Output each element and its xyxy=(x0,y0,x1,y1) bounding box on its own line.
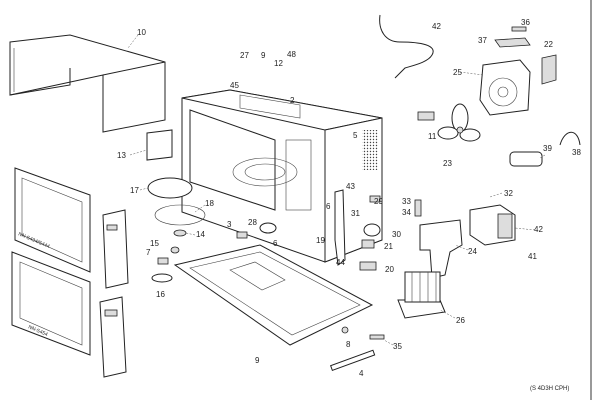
label-31: 31 xyxy=(351,209,360,218)
label-5: 5 xyxy=(353,131,358,140)
label-13: 13 xyxy=(117,151,126,160)
vent-grille xyxy=(362,130,378,170)
label-7: 7 xyxy=(146,248,151,257)
power-cord xyxy=(379,14,434,79)
part-16 xyxy=(151,273,173,283)
control-panel-upper xyxy=(102,209,129,289)
roller-ring xyxy=(147,177,193,199)
label-25: 25 xyxy=(453,68,462,77)
fan-motor-housing xyxy=(479,59,531,116)
label-14: 14 xyxy=(196,230,205,239)
label-41: 41 xyxy=(528,252,537,261)
label-19: 19 xyxy=(316,236,325,245)
footer-code: (S 4D3H CPH) xyxy=(530,386,569,392)
switch-20 xyxy=(359,261,377,271)
transformer-bracket xyxy=(419,219,463,279)
bushing-15 xyxy=(170,246,180,254)
label-36: 36 xyxy=(521,18,530,27)
label-17: 17 xyxy=(130,186,139,195)
switch-21 xyxy=(361,239,375,249)
capacitor-clamp xyxy=(559,131,581,146)
part-labels: 10 27 9 12 48 45 2 13 17 42 36 37 22 25 … xyxy=(117,18,581,392)
base-plate xyxy=(173,244,374,346)
thermal-cutout xyxy=(541,54,557,85)
label-42-transformer: 42 xyxy=(534,225,543,234)
label-42-cord: 42 xyxy=(432,22,441,31)
bracket-37 xyxy=(494,37,531,48)
label-16: 16 xyxy=(156,290,165,299)
part-7 xyxy=(157,257,169,265)
label-9: 9 xyxy=(261,51,266,60)
switch-30 xyxy=(363,223,381,237)
label-30: 30 xyxy=(392,230,401,239)
label-21: 21 xyxy=(384,242,393,251)
label-38: 38 xyxy=(572,148,581,157)
label-2: 2 xyxy=(290,96,295,105)
transformer xyxy=(469,204,516,246)
label-43: 43 xyxy=(346,182,355,191)
label-6-motor: 6 xyxy=(273,239,278,248)
label-29: 29 xyxy=(374,197,383,206)
label-28: 28 xyxy=(248,218,257,227)
label-10: 10 xyxy=(137,28,146,37)
label-44: 44 xyxy=(336,258,345,267)
display-upper xyxy=(106,224,118,231)
door-upper xyxy=(14,167,91,273)
label-6: 6 xyxy=(326,202,331,211)
label-20: 20 xyxy=(385,265,394,274)
label-22: 22 xyxy=(544,40,553,49)
heat-sink xyxy=(397,271,446,319)
switch-29 xyxy=(369,195,381,203)
label-15: 15 xyxy=(150,239,159,248)
fan-blade xyxy=(437,103,481,142)
label-39: 39 xyxy=(543,144,552,153)
display-lower xyxy=(104,309,118,317)
foot-8 xyxy=(341,326,349,334)
part-35 xyxy=(369,334,385,340)
label-4: 4 xyxy=(359,369,364,378)
label-9-base: 9 xyxy=(255,356,260,365)
label-11: 11 xyxy=(428,132,437,141)
oven-cavity xyxy=(181,89,383,263)
label-8: 8 xyxy=(346,340,351,349)
coupling-14 xyxy=(173,229,187,237)
fuse-holder-11 xyxy=(417,111,435,121)
turntable-coupler xyxy=(154,204,206,226)
label-26: 26 xyxy=(456,316,465,325)
label-48: 48 xyxy=(287,50,296,59)
label-37: 37 xyxy=(478,36,487,45)
rail-4 xyxy=(330,349,376,371)
outer-cabinet xyxy=(9,34,166,133)
latch-lever-19 xyxy=(334,189,346,266)
clip-36 xyxy=(511,26,527,32)
label-24: 24 xyxy=(468,247,477,256)
turntable-motor-28 xyxy=(259,222,277,234)
control-panel-lower xyxy=(99,296,127,378)
label-3: 3 xyxy=(227,220,232,229)
label-33: 33 xyxy=(402,197,411,206)
label-45: 45 xyxy=(230,81,239,90)
label-23: 23 xyxy=(443,159,452,168)
label-27: 27 xyxy=(240,51,249,60)
door-lower xyxy=(11,251,91,356)
label-35: 35 xyxy=(393,342,402,351)
waveguide-cover xyxy=(146,129,173,161)
label-18: 18 xyxy=(205,199,214,208)
leader-lines xyxy=(127,34,546,346)
label-32: 32 xyxy=(504,189,513,198)
page-edge xyxy=(590,0,592,400)
capacitor xyxy=(509,151,543,167)
label-12: 12 xyxy=(274,59,283,68)
diode-33 xyxy=(414,199,422,217)
label-34: 34 xyxy=(402,208,411,217)
part-3 xyxy=(236,231,248,239)
